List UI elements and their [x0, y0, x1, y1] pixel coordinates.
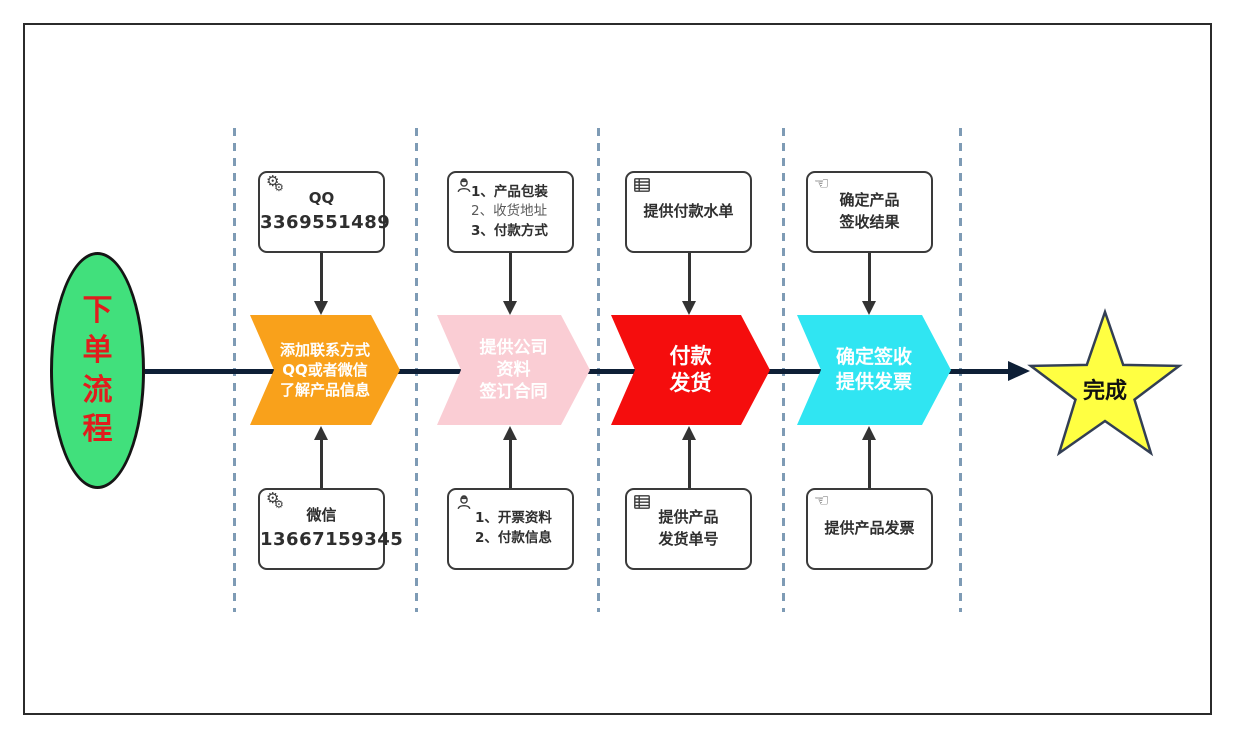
connector-line: [688, 439, 691, 488]
pointing-hand-icon: ☜: [814, 174, 830, 194]
start-node[interactable]: 下单流程: [50, 252, 145, 489]
stage-chevron-receipt[interactable]: 确定签收 提供发票: [797, 315, 951, 425]
chevron-line: 提供发票: [835, 371, 912, 393]
chevron-line: QQ或者微信: [282, 360, 368, 379]
connector-arrowhead-down: [503, 301, 517, 315]
table-icon: [633, 493, 651, 511]
chevron-line: 了解产品信息: [279, 381, 370, 400]
connector-arrowhead-down: [314, 301, 328, 315]
info-box-sign-result[interactable]: ☜ 确定产品 签收结果: [806, 171, 933, 253]
connector-arrowhead-down: [862, 301, 876, 315]
info-line: 13667159345: [260, 528, 404, 550]
connector-line: [509, 439, 512, 488]
info-line: 提供产品: [658, 508, 719, 527]
chevron-line: 签订合同: [479, 382, 548, 403]
info-box-wechat[interactable]: ⚙⚙ 微信 13667159345: [258, 488, 404, 570]
chevron-line: 添加联系方式: [279, 340, 370, 359]
connector-arrowhead-up: [682, 426, 696, 440]
main-flow-arrowhead: [1008, 361, 1030, 381]
chevron-line: 付款: [669, 343, 712, 368]
info-box-shipping-number[interactable]: 提供产品 发货单号: [625, 488, 752, 570]
info-box-product-invoice[interactable]: ☜ 提供产品发票: [806, 488, 933, 570]
connector-arrowhead-down: [682, 301, 696, 315]
connector-line: [509, 253, 512, 303]
info-line: 1、产品包装: [471, 183, 548, 200]
info-line: 提供付款水单: [643, 202, 734, 221]
connector-line: [320, 253, 323, 303]
chevron-line: 确定签收: [835, 346, 912, 369]
star-shape: [1027, 308, 1183, 457]
info-line: 2、收货地址: [471, 203, 548, 220]
table-icon: [633, 176, 651, 194]
info-line: 发货单号: [658, 530, 719, 548]
info-box-invoice-info[interactable]: 1、开票资料 2、付款信息: [447, 488, 574, 570]
chevron-line: 发货: [669, 371, 712, 395]
connector-arrowhead-up: [314, 426, 328, 440]
info-line: 3、付款方式: [471, 222, 548, 239]
info-line: 签收结果: [839, 213, 900, 231]
start-node-label: 下单流程: [82, 293, 113, 448]
connector-line: [688, 253, 691, 303]
info-line: 1、开票资料: [475, 510, 552, 527]
info-line: 提供产品发票: [824, 519, 915, 538]
connector-line: [868, 439, 871, 488]
chevron-line: 资料: [496, 359, 531, 380]
connector-arrowhead-up: [862, 426, 876, 440]
worker-icon: [455, 176, 473, 194]
connector-arrowhead-up: [503, 426, 517, 440]
chevron-line: 提供公司: [479, 337, 548, 358]
connector-line: [320, 439, 323, 488]
info-box-payment-slip[interactable]: 提供付款水单: [625, 171, 752, 253]
info-line: 确定产品: [839, 191, 900, 210]
stage-chevron-payment[interactable]: 付款 发货: [611, 315, 770, 425]
pointing-hand-icon: ☜: [814, 491, 830, 511]
info-line: 2、付款信息: [475, 530, 552, 546]
gears-icon: ⚙⚙: [266, 172, 284, 194]
info-box-order-details[interactable]: 1、产品包装 2、收货地址 3、付款方式: [447, 171, 574, 253]
info-line: 微信: [306, 506, 337, 525]
stage-chevron-contact[interactable]: 添加联系方式 QQ或者微信 了解产品信息: [250, 315, 400, 425]
gears-icon: ⚙⚙: [266, 489, 284, 511]
info-line: 3369551489: [260, 211, 391, 233]
finish-star-label: 完成: [1082, 379, 1127, 404]
info-box-qq[interactable]: ⚙⚙ QQ 3369551489: [258, 171, 391, 253]
finish-star-node[interactable]: [1023, 308, 1187, 458]
stage-chevron-contract[interactable]: 提供公司 资料 签订合同: [437, 315, 590, 425]
worker-icon: [455, 493, 473, 511]
connector-line: [868, 253, 871, 303]
info-line: QQ: [308, 189, 335, 208]
